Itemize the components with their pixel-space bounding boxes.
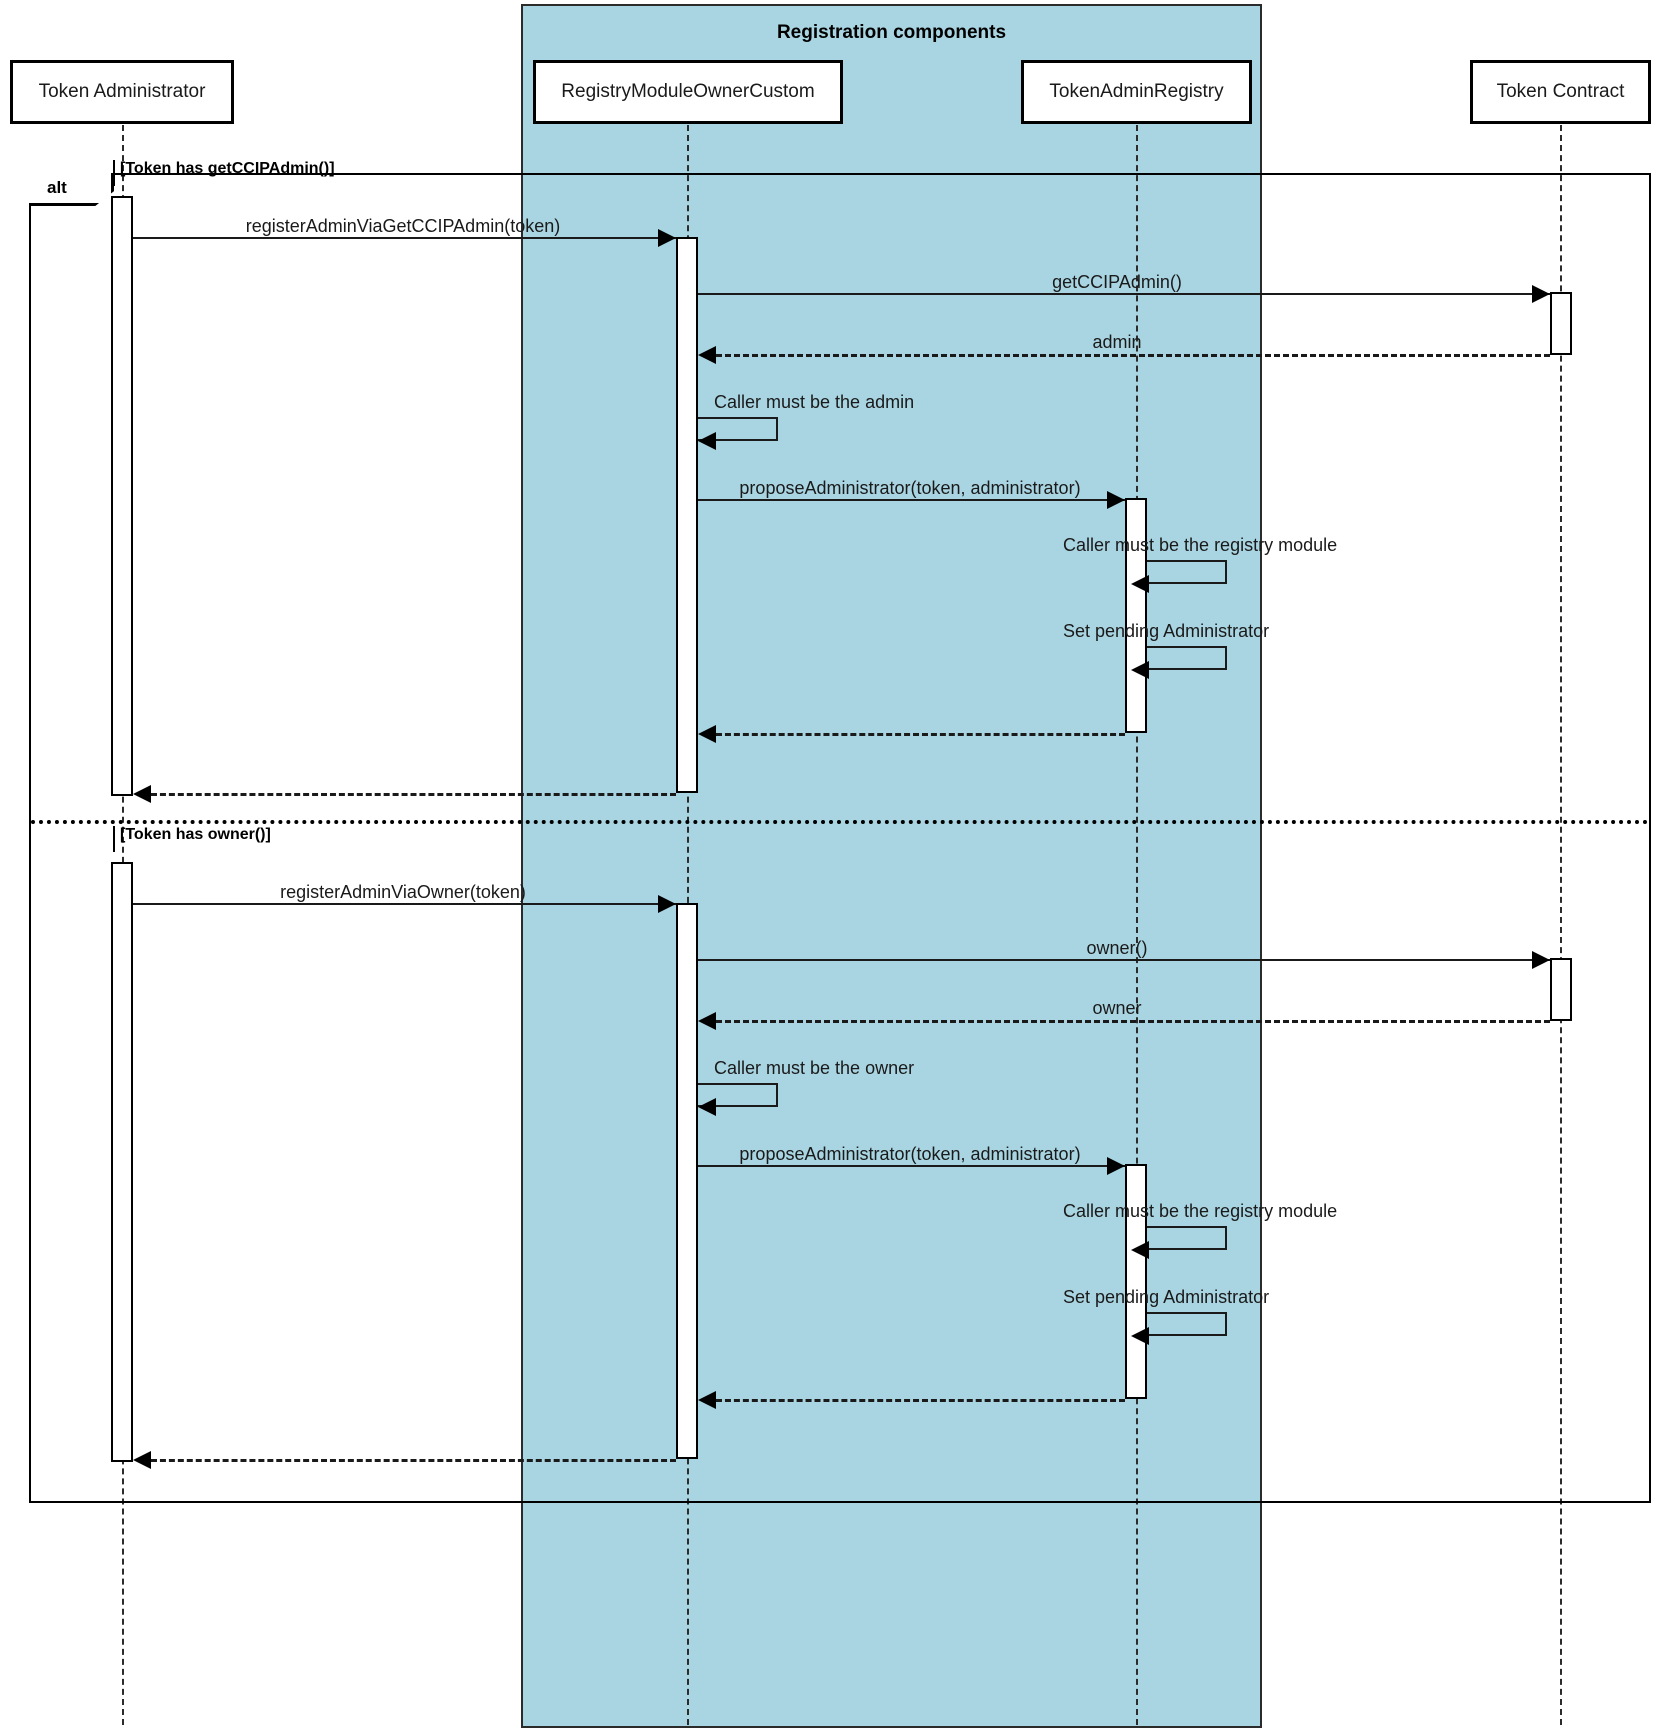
activation-registry-2: [676, 903, 698, 1459]
guard-bar-1: [113, 160, 115, 186]
alt-operand-divider: [31, 820, 1649, 824]
activation-token-administrator-2: [111, 862, 133, 1462]
self-message-arrowhead-m4: [698, 432, 716, 450]
message-line-m8: [716, 733, 1125, 736]
message-label-m15: Caller must be the registry module: [1063, 1201, 1338, 1221]
message-arrowhead-m1: [658, 229, 676, 247]
message-arrowhead-m17: [698, 1391, 716, 1409]
message-line-m18: [151, 1459, 676, 1462]
self-message-m7: [1147, 646, 1227, 670]
message-arrowhead-m11: [1532, 951, 1550, 969]
message-line-m2: [698, 293, 1550, 295]
message-line-m3: [716, 354, 1550, 357]
message-label-m4: Caller must be the admin: [714, 392, 915, 412]
self-message-m16: [1147, 1312, 1227, 1336]
activation-registry-1: [676, 237, 698, 793]
message-line-m9: [151, 793, 676, 796]
activation-token-administrator-1: [111, 196, 133, 796]
message-line-m17: [716, 1399, 1125, 1402]
message-label-m13: Caller must be the owner: [714, 1058, 915, 1078]
message-line-m11: [698, 959, 1550, 961]
self-message-arrowhead-m6: [1131, 575, 1149, 593]
self-message-m13: [698, 1083, 778, 1107]
self-message-arrowhead-m7: [1131, 661, 1149, 679]
activation-token-admin-registry-2: [1125, 1164, 1147, 1399]
message-label-m11: owner(): [1086, 938, 1148, 958]
message-label-m3: admin: [1092, 332, 1142, 352]
message-arrowhead-m8: [698, 725, 716, 743]
guard-bar-2: [113, 826, 115, 852]
group-registration-components: [521, 4, 1262, 1728]
activation-token-contract-1: [1550, 292, 1572, 355]
message-label-m7: Set pending Administrator: [1063, 621, 1270, 641]
message-line-m14: [698, 1165, 1125, 1167]
message-arrowhead-m9: [133, 785, 151, 803]
message-label-m10: registerAdminViaOwner(token): [280, 882, 526, 902]
self-message-m15: [1147, 1226, 1227, 1250]
group-title: Registration components: [776, 22, 1007, 43]
message-arrowhead-m12: [698, 1012, 716, 1030]
message-arrowhead-m18: [133, 1451, 151, 1469]
message-label-m14: proposeAdministrator(token, administrato…: [739, 1144, 1081, 1164]
message-label-m12: owner: [1092, 998, 1142, 1018]
self-message-m6: [1147, 560, 1227, 584]
message-line-m12: [716, 1020, 1550, 1023]
guard-token-has-owner: [Token has owner()]: [120, 826, 271, 843]
message-label-m5: proposeAdministrator(token, administrato…: [739, 478, 1081, 498]
activation-token-admin-registry-1: [1125, 498, 1147, 733]
lifeline-token-contract: [1560, 125, 1562, 1725]
self-message-m4: [698, 417, 778, 441]
message-arrowhead-m14: [1107, 1157, 1125, 1175]
message-label-m2: getCCIPAdmin(): [1052, 272, 1182, 292]
message-line-m10: [133, 903, 676, 905]
alt-operator-tag: alt: [29, 173, 114, 206]
lifeline-token-admin-registry: [1136, 125, 1138, 1725]
message-label-m6: Caller must be the registry module: [1063, 535, 1338, 555]
guard-token-has-getccipadmin: [Token has getCCIPAdmin()]: [120, 160, 335, 177]
message-arrowhead-m3: [698, 346, 716, 364]
message-line-m1: [133, 237, 676, 239]
message-arrowhead-m2: [1532, 285, 1550, 303]
message-arrowhead-m10: [658, 895, 676, 913]
activation-token-contract-2: [1550, 958, 1572, 1021]
self-message-arrowhead-m13: [698, 1098, 716, 1116]
self-message-arrowhead-m16: [1131, 1327, 1149, 1345]
participant-token-administrator[interactable]: Token Administrator: [10, 60, 234, 124]
message-label-m16: Set pending Administrator: [1063, 1287, 1270, 1307]
self-message-arrowhead-m15: [1131, 1241, 1149, 1259]
participant-token-admin-registry[interactable]: TokenAdminRegistry: [1021, 60, 1252, 124]
message-line-m5: [698, 499, 1125, 501]
participant-registry-module-owner-custom[interactable]: RegistryModuleOwnerCustom: [533, 60, 843, 124]
alt-tag-shape: [29, 173, 114, 206]
alt-operator-label: alt: [47, 178, 67, 197]
participant-token-contract[interactable]: Token Contract: [1470, 60, 1651, 124]
message-label-m1: registerAdminViaGetCCIPAdmin(token): [245, 216, 561, 236]
message-arrowhead-m5: [1107, 491, 1125, 509]
